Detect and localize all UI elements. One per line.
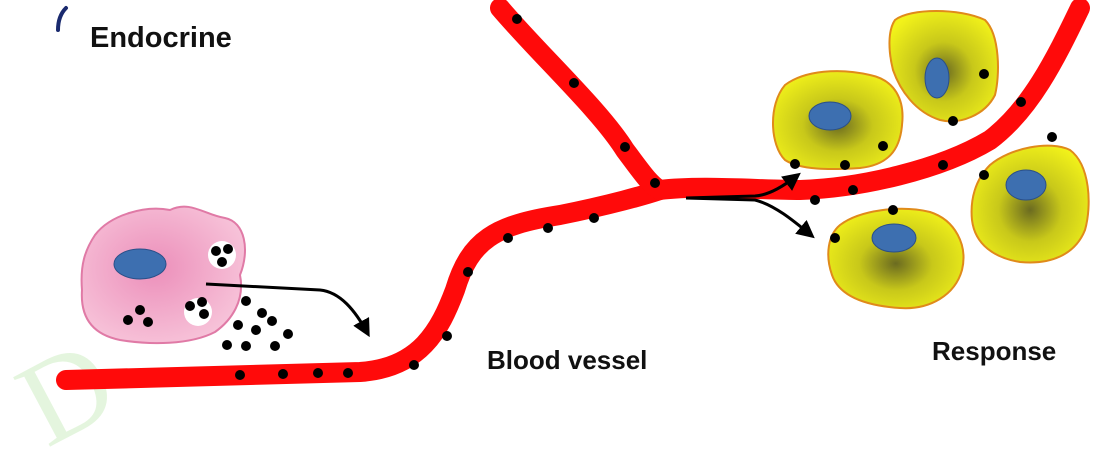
hormone-dot xyxy=(589,213,599,223)
hormone-dot xyxy=(463,267,473,277)
blood-vessel-label: Blood vessel xyxy=(487,345,647,376)
nucleus xyxy=(114,249,166,279)
target-cell xyxy=(828,205,963,308)
nucleus xyxy=(872,224,916,252)
nucleus xyxy=(1006,170,1046,200)
hormone-dot xyxy=(503,233,513,243)
hormone-dot xyxy=(650,178,660,188)
hormone-dot xyxy=(938,160,948,170)
response-label: Response xyxy=(932,336,1056,367)
hormone-dot xyxy=(620,142,630,152)
corner-mark xyxy=(58,8,66,30)
hormone-dot xyxy=(512,14,522,24)
distribution-arrow-down xyxy=(686,198,812,236)
target-cell xyxy=(889,11,998,126)
hormone-dot xyxy=(409,360,419,370)
hormone-dot xyxy=(810,195,820,205)
hormone-dot xyxy=(278,369,288,379)
hormone-dot xyxy=(313,368,323,378)
hormone-dot xyxy=(235,370,245,380)
hormone-dot xyxy=(1016,97,1026,107)
nucleus xyxy=(809,102,851,130)
hormone-dot xyxy=(543,223,553,233)
diagram-title: Endocrine xyxy=(90,22,232,55)
vessel-branch xyxy=(500,8,660,190)
hormone-dot xyxy=(848,185,858,195)
hormone-dot xyxy=(442,331,452,341)
target-cell xyxy=(773,71,903,170)
hormone-dot xyxy=(569,78,579,88)
hormone-dot xyxy=(343,368,353,378)
secretory-cell xyxy=(82,207,245,343)
nucleus xyxy=(925,58,949,98)
